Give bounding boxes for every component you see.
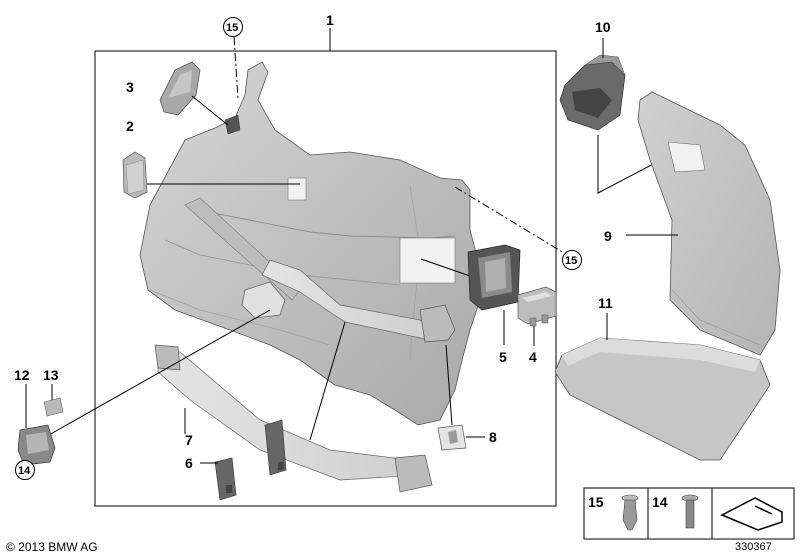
dashdot-15-right — [454, 186, 565, 254]
cover-3 — [159, 61, 201, 116]
callout-2: 2 — [126, 118, 134, 134]
assembly-frame — [94, 50, 557, 507]
clip-6 — [214, 419, 287, 501]
holder-5 — [467, 244, 521, 311]
circle-15-top — [223, 17, 243, 37]
leader-14-pocket — [39, 309, 271, 441]
circle-14 — [15, 460, 35, 480]
strap-horizontal — [261, 259, 456, 343]
leader-8-up — [445, 344, 453, 426]
clip-8 — [437, 424, 467, 451]
callout-3: 3 — [126, 79, 134, 95]
copyright: © 2013 BMW AG — [6, 540, 98, 554]
callout-4: 4 — [529, 349, 537, 365]
side-cover-9 — [637, 91, 781, 356]
callout-12: 12 — [14, 367, 30, 383]
callout-1: 1 — [326, 12, 334, 28]
pad-13 — [43, 397, 64, 417]
leader-3 — [191, 95, 229, 126]
callout-10: 10 — [595, 19, 611, 35]
cover-cap-2 — [122, 151, 148, 199]
circled-15-right: 15 — [565, 255, 577, 267]
clip-15-icon — [621, 494, 639, 531]
socket-4 — [517, 286, 557, 327]
figure-number: 330367 — [735, 541, 772, 553]
strap-7 — [154, 344, 433, 493]
callout-7: 7 — [185, 432, 193, 448]
callout-5: 5 — [499, 349, 507, 365]
circled-15-top: 15 — [226, 22, 238, 34]
leader-strap-panel — [309, 321, 346, 441]
callout-11: 11 — [598, 295, 613, 311]
leader-window — [420, 258, 471, 277]
callout-6: 6 — [185, 455, 193, 471]
circled-14: 14 — [18, 465, 31, 477]
bracket-12 — [17, 424, 56, 466]
legend-label-15: 15 — [588, 494, 604, 510]
circle-15-right — [562, 250, 582, 270]
screw-14-icon — [681, 494, 699, 529]
handle-10 — [559, 54, 626, 131]
callout-9: 9 — [604, 228, 612, 244]
legend-label-14: 14 — [652, 494, 668, 510]
callout-13: 13 — [43, 367, 59, 383]
fastener-legend — [583, 487, 795, 540]
dashdot-15-top — [233, 36, 239, 99]
floor-cover-11 — [554, 337, 771, 461]
bracket-icon — [720, 497, 783, 531]
callout-8: 8 — [489, 429, 497, 445]
